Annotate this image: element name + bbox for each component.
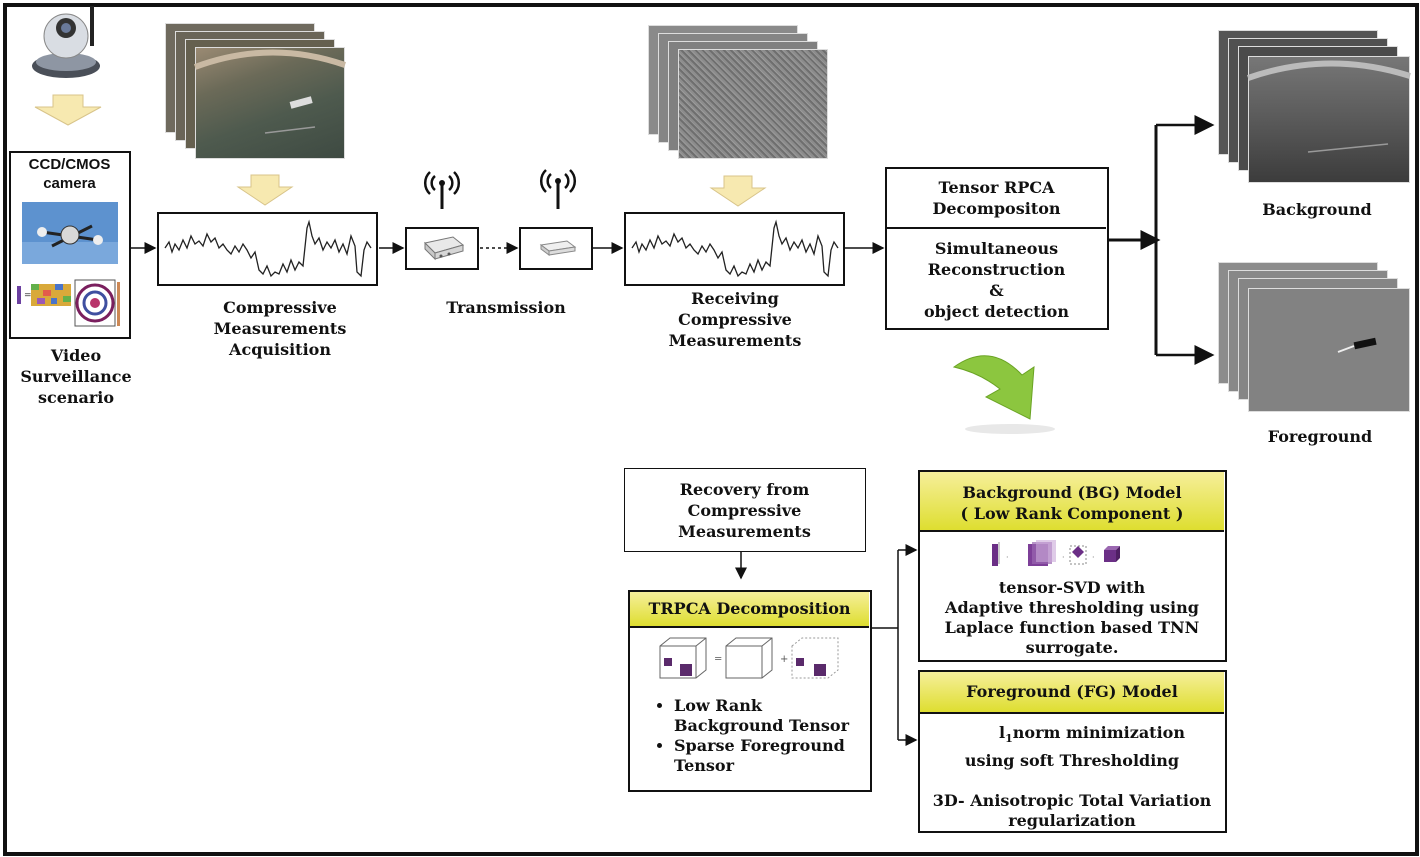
tensor-rpca-box: Tensor RPCA Decompositon Simultaneous Re… — [885, 167, 1109, 330]
list-item: Sparse Foreground Tensor — [674, 736, 849, 776]
drone-image — [22, 202, 118, 264]
trpca-title: TRPCA Decomposition — [630, 592, 869, 628]
rpca-body: Simultaneous Reconstruction & object det… — [924, 239, 1069, 321]
background-frames-stack — [1218, 30, 1413, 185]
rpca-divider — [887, 227, 1106, 229]
trpca-box: TRPCA Decomposition = + Low Rank Backgro… — [628, 590, 872, 792]
svg-text:·: · — [1006, 553, 1009, 562]
svg-text:=: = — [24, 291, 32, 301]
svg-text:=: = — [714, 654, 722, 665]
camera-box: CCD/CMOS camera = — [9, 151, 131, 339]
trpca-bullets: Low Rank Background Tensor Sparse Foregr… — [630, 696, 849, 776]
waveform-chart — [164, 219, 372, 278]
list-item: Low Rank Background Tensor — [674, 696, 849, 736]
tensor-decomposition-icon: = + — [659, 637, 839, 679]
received-signal-box — [624, 212, 845, 286]
measurement-signal-box — [157, 212, 378, 286]
sensing-matrix-image: = — [17, 279, 120, 327]
down-arrow-icon — [709, 175, 767, 207]
rpca-title: Tensor RPCA Decompositon — [932, 178, 1061, 218]
transmission-caption: Transmission — [446, 298, 566, 317]
foreground-label: Foreground — [1267, 427, 1373, 446]
bg-model-title: Background (BG) Model ( Low Rank Compone… — [920, 472, 1224, 532]
transmitter-device-icon — [423, 236, 465, 261]
camera-title: CCD/CMOS camera — [28, 156, 111, 192]
svg-text:·: · — [1062, 553, 1065, 562]
background-label: Background — [1262, 200, 1372, 219]
transmitter-box — [405, 227, 479, 270]
receiver-box — [519, 227, 593, 270]
bg-model-box: Background (BG) Model ( Low Rank Compone… — [918, 470, 1227, 662]
antenna-icon — [539, 169, 577, 209]
camera-caption: Video Surveillance scenario — [20, 346, 132, 407]
down-arrow-icon — [236, 174, 294, 206]
recovery-text: Recovery from Compressive Measurements — [678, 480, 811, 541]
svg-text:+: + — [780, 654, 788, 665]
antenna-icon — [423, 171, 461, 209]
received-frames-stack — [648, 25, 828, 165]
fg-model-text: l1norm minimization using soft Threshold… — [932, 723, 1212, 831]
tsvd-icon: · · · — [992, 540, 1120, 566]
fg-model-box: Foreground (FG) Model l1norm minimizatio… — [918, 670, 1227, 833]
camera-icon — [32, 6, 100, 78]
recovery-box: Recovery from Compressive Measurements — [624, 468, 866, 552]
acquisition-caption: Compressive Measurements Acquisition — [213, 298, 347, 359]
curved-arrow-icon — [952, 355, 1055, 434]
bg-model-text: tensor-SVD with Adaptive thresholding us… — [944, 578, 1200, 657]
svg-text:·: · — [1092, 553, 1095, 562]
foreground-frames-stack — [1218, 262, 1413, 414]
waveform-chart — [631, 219, 839, 278]
receiving-caption: Receiving Compressive Measurements — [668, 289, 802, 350]
video-frames-stack — [165, 23, 355, 163]
receiver-device-icon — [539, 240, 577, 256]
down-arrow-icon — [34, 94, 102, 126]
fg-model-title: Foreground (FG) Model — [920, 672, 1224, 714]
diagram-frame — [3, 3, 1419, 856]
